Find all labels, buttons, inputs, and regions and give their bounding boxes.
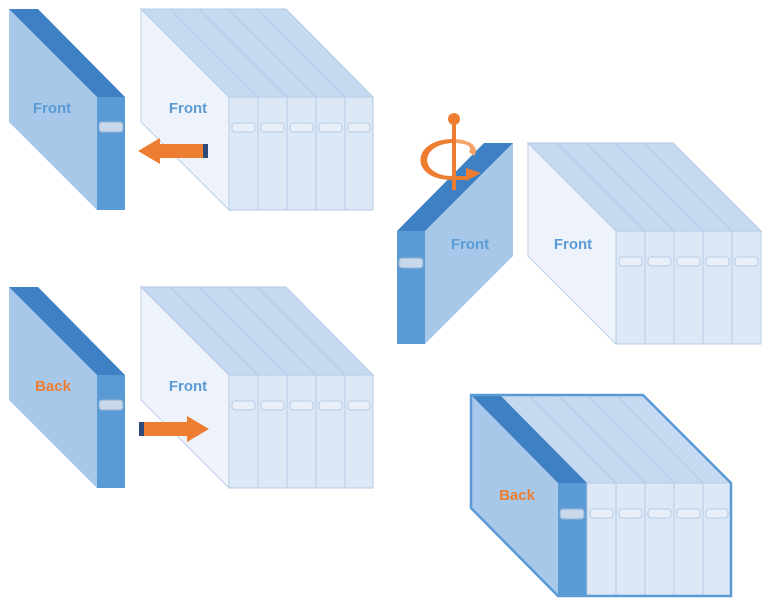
panel-face — [425, 143, 513, 344]
drive-handle — [734, 256, 759, 267]
drive-handle — [260, 122, 285, 133]
drive-handle — [318, 122, 343, 133]
drive-slot — [315, 96, 346, 211]
drive-slot — [228, 374, 259, 489]
panel-handle — [98, 121, 124, 133]
drive-handle — [618, 508, 643, 519]
arrow-left-icon — [138, 138, 208, 164]
drive-handle — [318, 400, 343, 411]
drive-slot — [286, 374, 317, 489]
drive-handle — [289, 400, 314, 411]
drive-handle — [231, 122, 256, 133]
panel-handle — [559, 508, 585, 520]
panel-top-edge — [9, 287, 125, 375]
drive-slot — [344, 374, 374, 489]
step-2-group: Front Back — [9, 285, 375, 490]
drive-slot — [257, 96, 288, 211]
panel-front-edge — [97, 97, 125, 210]
step-4-group: Back — [469, 393, 733, 598]
panel-step-1: Front — [9, 9, 125, 210]
enclosure-front-label: Front — [554, 236, 592, 253]
enclosure-front-label: Front — [169, 378, 207, 395]
drive-slot — [644, 482, 675, 597]
arrow-right-icon — [139, 416, 209, 442]
drive-slot — [615, 230, 646, 345]
step-1-group: Front Front — [9, 7, 375, 212]
drive-handle — [647, 508, 672, 519]
panel-face — [9, 287, 97, 488]
assembled-unit: Back — [469, 393, 733, 598]
enclosure-step-2: Front — [139, 285, 375, 490]
panel-front-label: Front — [33, 100, 71, 117]
drive-handle — [260, 400, 285, 411]
drive-slot — [615, 482, 646, 597]
panel-front-edge — [97, 375, 125, 488]
drive-slot — [731, 230, 762, 345]
step-3-group: Front Front — [397, 113, 763, 346]
drive-handle — [347, 122, 371, 133]
drive-handle — [705, 256, 730, 267]
drive-handle — [231, 400, 256, 411]
drive-slot — [286, 96, 317, 211]
drive-slot — [257, 374, 288, 489]
rotate-icon — [420, 113, 481, 190]
drive-slot — [673, 230, 704, 345]
unit-back-panel-face — [471, 395, 558, 596]
panel-handle — [98, 399, 124, 411]
panel-front-label: Front — [451, 236, 489, 253]
drive-slot — [702, 482, 732, 597]
unit-back-label: Back — [499, 487, 536, 504]
enclosure-step-1: Front — [139, 7, 375, 212]
panel-front-edge — [397, 231, 425, 344]
unit-panel-front-edge — [558, 483, 587, 596]
panel-face — [9, 9, 97, 210]
drive-slot — [673, 482, 704, 597]
drive-slot — [702, 230, 733, 345]
drive-handle — [676, 256, 701, 267]
panel-handle — [398, 257, 424, 269]
panel-step-2: Back — [9, 287, 125, 488]
panel-back-label: Back — [35, 378, 72, 395]
enclosure-step-3: Front — [526, 141, 763, 346]
panel-top-edge — [9, 9, 125, 97]
drive-handle — [289, 122, 314, 133]
drive-handle — [647, 256, 672, 267]
drive-slot — [344, 96, 374, 211]
drive-handle — [347, 400, 371, 411]
drive-slot — [315, 374, 346, 489]
drive-slot — [644, 230, 675, 345]
drive-handle — [618, 256, 643, 267]
drive-slot — [586, 482, 617, 597]
drive-handle — [676, 508, 701, 519]
drive-handle — [589, 508, 614, 519]
unit-outline — [469, 393, 733, 598]
unit-panel-top-edge — [471, 395, 587, 483]
enclosure-front-label: Front — [169, 100, 207, 117]
drive-handle — [705, 508, 729, 519]
drive-slot — [228, 96, 259, 211]
